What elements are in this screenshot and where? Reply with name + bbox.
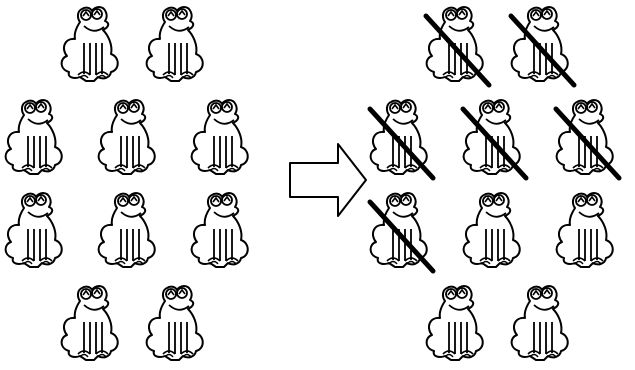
right-frog-group: [367, 6, 622, 361]
left-frog-icon: [190, 192, 249, 268]
cross-out-line: [508, 13, 577, 88]
left-frog-icon: [4, 99, 63, 175]
left-frog-group: [4, 6, 249, 361]
left-frog-icon: [97, 192, 156, 268]
left-frog-icon: [60, 6, 119, 82]
left-frog-icon: [145, 285, 204, 361]
right-frog-icon: [510, 285, 569, 361]
cross-out-line: [367, 106, 436, 181]
left-frog-icon: [145, 6, 204, 82]
left-frog-icon: [97, 99, 156, 175]
right-frog-icon: [425, 285, 484, 361]
cross-out-line: [553, 106, 622, 181]
cross-out-line: [460, 106, 529, 181]
right-arrow-icon: [289, 143, 367, 217]
cross-out-line: [367, 199, 436, 274]
right-frog-icon: [555, 192, 614, 268]
arrow-group: [289, 143, 367, 217]
left-frog-icon: [4, 192, 63, 268]
right-frog-icon: [462, 192, 521, 268]
left-frog-icon: [60, 285, 119, 361]
cross-out-line: [423, 13, 492, 88]
left-frog-icon: [190, 99, 249, 175]
